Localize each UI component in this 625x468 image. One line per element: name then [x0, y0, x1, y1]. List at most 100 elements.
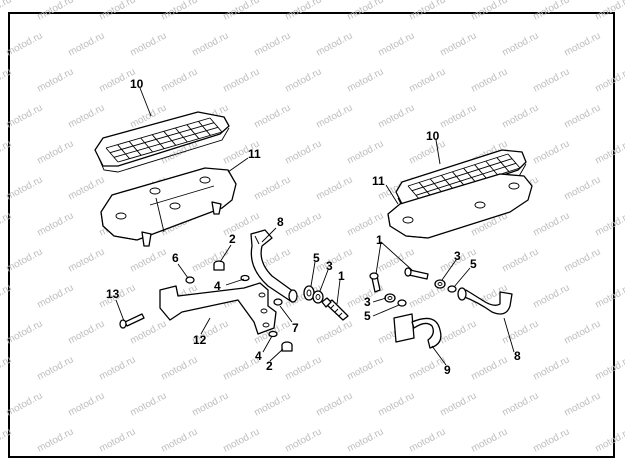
watermark-text: motod.ru	[4, 102, 44, 130]
watermark-text: motod.ru	[531, 138, 571, 166]
watermark-text: motod.ru	[128, 246, 168, 274]
watermark-text: motod.ru	[593, 138, 625, 166]
callout-left-mount-bracket: 12	[193, 333, 207, 347]
watermark-text: motod.ru	[531, 282, 571, 310]
watermark-text: motod.ru	[593, 354, 625, 382]
watermark-text: motod.ru	[221, 0, 261, 23]
tread-line	[485, 160, 499, 176]
callout-left-pin: 6	[172, 251, 179, 265]
watermark-text: motod.ru	[0, 354, 13, 382]
watermark-text: motod.ru	[66, 246, 106, 274]
watermark-text: motod.ru	[469, 354, 509, 382]
watermark-text: motod.ru	[252, 174, 292, 202]
right-flat-washer-top	[434, 279, 446, 289]
watermark-text: motod.ru	[35, 66, 75, 94]
watermark-text: motod.ru	[0, 0, 13, 23]
tread-line	[418, 182, 432, 197]
tread-line	[128, 141, 142, 156]
tread-line	[105, 147, 119, 163]
callout-right-spring-washer-top: 5	[470, 257, 477, 271]
left-support-plate	[100, 167, 237, 247]
watermark-text: motod.ru	[531, 0, 571, 23]
tread-line	[151, 134, 165, 149]
tread-line	[186, 124, 200, 139]
watermark-text: motod.ru	[376, 390, 416, 418]
watermark-text: motod.ru	[345, 426, 385, 454]
watermark-text: motod.ru	[531, 66, 571, 94]
watermark-text: motod.ru	[66, 174, 106, 202]
left-pin	[185, 276, 195, 284]
right-hook-bracket	[393, 313, 442, 349]
right-flat-washer-low	[384, 293, 396, 303]
left-bolt-upper	[213, 260, 225, 271]
callout-left-hex-bolt: 1	[338, 269, 345, 283]
watermark-text: motod.ru	[345, 354, 385, 382]
watermark-text: motod.ru	[314, 174, 354, 202]
watermark-text: motod.ru	[159, 0, 199, 23]
watermark-text: motod.ru	[221, 426, 261, 454]
tread-line	[109, 122, 215, 154]
callout-left-washer-bottom: 4	[255, 349, 262, 363]
tread-line	[415, 162, 517, 196]
left-spring-washer	[303, 285, 315, 301]
watermark-text: motod.ru	[66, 102, 106, 130]
watermark-text: motod.ru	[593, 210, 625, 238]
left-small-bolt	[119, 313, 145, 329]
left-mount-bracket	[159, 282, 277, 335]
right-bolt-low	[369, 272, 381, 293]
watermark-text: motod.ru	[500, 30, 540, 58]
watermark-text: motod.ru	[283, 354, 323, 382]
watermark-text: motod.ru	[159, 354, 199, 382]
watermark-text: motod.ru	[4, 390, 44, 418]
tread-line	[440, 175, 454, 190]
callout-left-spring-washer: 5	[313, 251, 320, 265]
watermark-text: motod.ru	[314, 102, 354, 130]
watermark-text: motod.ru	[376, 30, 416, 58]
callout-left-flat-washer: 3	[326, 259, 333, 273]
left-footboard	[94, 111, 230, 173]
watermark-text: motod.ru	[314, 390, 354, 418]
watermark-text: motod.ru	[283, 0, 323, 23]
watermark-text: motod.ru	[407, 426, 447, 454]
right-spring-washer-low	[397, 299, 407, 307]
watermark-text: motod.ru	[376, 102, 416, 130]
tread-line	[105, 117, 211, 149]
tread-line	[474, 164, 488, 179]
watermark-text: motod.ru	[128, 390, 168, 418]
watermark-text: motod.ru	[35, 0, 75, 23]
callout-right-spring-washer-low: 5	[364, 309, 371, 323]
tread-line	[429, 178, 443, 194]
left-flat-washer	[312, 290, 324, 304]
watermark-text: motod.ru	[159, 426, 199, 454]
watermark-text: motod.ru	[35, 426, 75, 454]
watermark-text: motod.ru	[35, 138, 75, 166]
tread-line	[407, 153, 509, 187]
watermark-text: motod.ru	[0, 66, 13, 94]
watermark-text: motod.ru	[97, 426, 137, 454]
watermark-text: motod.ru	[0, 426, 13, 454]
watermark-text: motod.ru	[314, 318, 354, 346]
watermark-text: motod.ru	[35, 282, 75, 310]
callout-left-support-plate: 11	[248, 147, 261, 161]
watermark-text: motod.ru	[283, 66, 323, 94]
watermark-text: motod.ru	[500, 102, 540, 130]
diagram-frame	[8, 12, 615, 458]
tread-line	[507, 153, 521, 169]
left-bolt-lower	[281, 341, 293, 352]
watermark-text: motod.ru	[562, 318, 602, 346]
callout-left-bolt-top: 2	[229, 232, 236, 246]
tread-line	[411, 158, 513, 192]
tread-line	[407, 185, 421, 201]
tread-line	[463, 167, 476, 183]
left-bracket-arm	[250, 229, 298, 303]
watermark-text: motod.ru	[283, 138, 323, 166]
right-support-plate	[387, 173, 533, 239]
watermark-text: motod.ru	[438, 102, 478, 130]
watermark-text: motod.ru	[531, 354, 571, 382]
watermark-text: motod.ru	[35, 210, 75, 238]
watermark-text: motod.ru	[345, 66, 385, 94]
watermark-text: motod.ru	[221, 66, 261, 94]
callout-left-small-bolt: 13	[106, 287, 120, 301]
watermark-text: motod.ru	[593, 426, 625, 454]
